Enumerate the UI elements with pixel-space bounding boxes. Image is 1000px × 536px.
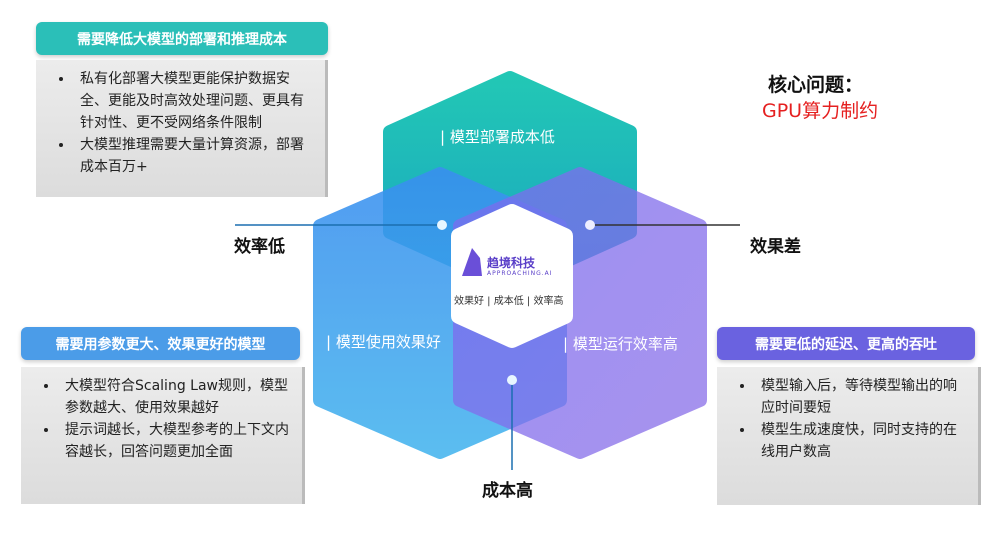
list-item: 大模型符合Scaling Law规则，模型参数越大、使用效果越好 — [59, 375, 292, 419]
box-cost-header: 需要降低大模型的部署和推理成本 — [36, 22, 328, 55]
list-item: 提示词越长，大模型参考的上下文内容越长，回答问题更加全面 — [59, 419, 292, 463]
center-tagline: 效果好 | 成本低 | 效率高 — [454, 296, 564, 307]
box-effect-header: 需要用参数更大、效果更好的模型 — [21, 327, 300, 360]
box-efficiency-body: 模型输入后，等待模型输出的响应时间要短模型生成速度快，同时支持的在线用户数高 — [717, 367, 981, 505]
hexagon-top-label: | 模型部署成本低 — [440, 128, 555, 146]
core-problem-title: 核心问题： — [768, 74, 864, 96]
box-cost-body: 私有化部署大模型更能保护数据安全、更能及时高效处理问题、更具有针对性、更不受网络… — [36, 60, 328, 197]
logo-icon — [462, 248, 482, 276]
hexagon-right-label: | 模型运行效率高 — [563, 335, 678, 353]
label-cost-high: 成本高 — [482, 481, 533, 501]
logo-subtext: APPROACHING.AI — [487, 270, 553, 277]
label-effect-poor: 效果差 — [750, 237, 801, 257]
label-efficiency-low: 效率低 — [234, 237, 285, 257]
list-item: 大模型推理需要大量计算资源，部署成本百万+ — [74, 134, 315, 178]
center-hexagon — [451, 204, 573, 348]
list-item: 模型输入后，等待模型输出的响应时间要短 — [755, 375, 968, 419]
dot-right — [585, 220, 595, 230]
dot-left — [437, 220, 447, 230]
list-item: 私有化部署大模型更能保护数据安全、更能及时高效处理问题、更具有针对性、更不受网络… — [74, 68, 315, 134]
box-efficiency-header: 需要更低的延迟、更高的吞吐 — [717, 327, 975, 360]
logo-text: 趋境科技 — [487, 256, 536, 270]
core-problem-subtitle: GPU算力制约 — [762, 100, 879, 122]
list-item: 模型生成速度快，同时支持的在线用户数高 — [755, 419, 968, 463]
box-effect-body: 大模型符合Scaling Law规则，模型参数越大、使用效果越好提示词越长，大模… — [21, 367, 305, 504]
hexagon-left-label: | 模型使用效果好 — [326, 333, 441, 351]
dot-bottom — [507, 375, 517, 385]
